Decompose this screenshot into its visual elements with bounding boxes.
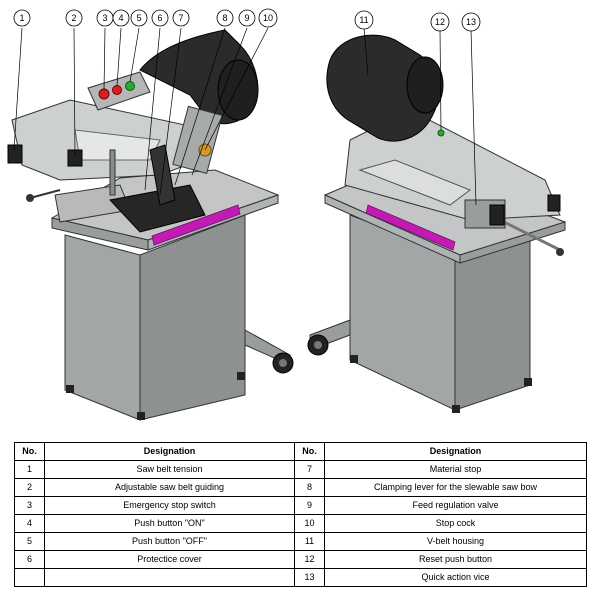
emergency-stop-button bbox=[98, 88, 110, 100]
material-stop bbox=[109, 149, 116, 196]
left-lever bbox=[29, 189, 61, 199]
cell-designation: Stop cock bbox=[324, 514, 587, 533]
table-row: 5 Push button "OFF" 11 V-belt housing bbox=[14, 532, 587, 551]
left-foot bbox=[237, 372, 245, 380]
left-foot bbox=[66, 385, 74, 393]
right-wheel-hub bbox=[314, 341, 322, 349]
push-button-on bbox=[112, 85, 122, 95]
left-cabinet-front bbox=[64, 234, 141, 421]
cell-no: 13 bbox=[294, 568, 325, 587]
cell-no: 11 bbox=[294, 532, 325, 551]
right-rod-ball bbox=[556, 248, 564, 256]
svg-text:10: 10 bbox=[263, 13, 273, 23]
cell-designation: Quick action vice bbox=[324, 568, 587, 587]
header-designation: Designation bbox=[324, 442, 587, 461]
v-belt-housing bbox=[326, 34, 440, 142]
right-foot bbox=[524, 378, 532, 386]
table-row: 6 Protectice cover 12 Reset push button bbox=[14, 550, 587, 569]
svg-text:12: 12 bbox=[435, 17, 445, 27]
cell-designation: Push button "ON" bbox=[44, 514, 295, 533]
callout-2: 2 bbox=[65, 9, 83, 27]
svg-text:13: 13 bbox=[466, 17, 476, 27]
callout-8: 8 bbox=[216, 9, 234, 27]
callout-12: 12 bbox=[430, 12, 450, 32]
right-end-knob bbox=[547, 194, 561, 212]
right-machine-view bbox=[307, 34, 567, 413]
right-vice-handle bbox=[489, 204, 505, 226]
bandsaw-illustration: 1 2 3 4 5 6 7 8 9 10 11 12 bbox=[7, 8, 567, 421]
cell-no: 12 bbox=[294, 550, 325, 569]
cell-designation: Emergency stop switch bbox=[44, 496, 295, 515]
svg-text:8: 8 bbox=[222, 13, 227, 23]
cell-no: 3 bbox=[14, 496, 45, 515]
cell-designation: V-belt housing bbox=[324, 532, 587, 551]
svg-text:7: 7 bbox=[178, 13, 183, 23]
header-no: No. bbox=[294, 442, 325, 461]
right-saw-base bbox=[358, 159, 472, 206]
right-motor bbox=[406, 56, 444, 114]
callout-5: 5 bbox=[130, 9, 148, 27]
header-designation: Designation bbox=[44, 442, 295, 461]
left-machine-view bbox=[7, 29, 294, 421]
callout-6: 6 bbox=[151, 9, 169, 27]
callout-3: 3 bbox=[96, 9, 114, 27]
table-row: 4 Push button "ON" 10 Stop cock bbox=[14, 514, 587, 533]
cell-designation: Push button "OFF" bbox=[44, 532, 295, 551]
push-button-off bbox=[125, 81, 135, 91]
cell-no bbox=[14, 568, 45, 587]
cell-designation: Reset push button bbox=[324, 550, 587, 569]
svg-text:6: 6 bbox=[157, 13, 162, 23]
parts-designation-table: No. Designation No. Designation 1 Saw be… bbox=[14, 442, 587, 587]
callout-4: 4 bbox=[112, 9, 130, 27]
cell-no: 5 bbox=[14, 532, 45, 551]
callout-13: 13 bbox=[461, 12, 481, 32]
table-row: 2 Adjustable saw belt guiding 8 Clamping… bbox=[14, 478, 587, 497]
right-table-rim bbox=[459, 221, 566, 264]
cell-designation: Saw belt tension bbox=[44, 460, 295, 479]
callout-1: 1 bbox=[13, 9, 31, 27]
callout-10: 10 bbox=[258, 8, 278, 28]
table-row: 1 Saw belt tension 7 Material stop bbox=[14, 460, 587, 479]
table-row: 13 Quick action vice bbox=[14, 568, 587, 587]
callout-11: 11 bbox=[354, 10, 374, 30]
header-no: No. bbox=[14, 442, 45, 461]
cell-designation: Clamping lever for the slewable saw bow bbox=[324, 478, 587, 497]
cell-no: 4 bbox=[14, 514, 45, 533]
leader-lines bbox=[13, 27, 477, 206]
table-row: 3 Emergency stop switch 9 Feed regulatio… bbox=[14, 496, 587, 515]
right-foot bbox=[350, 355, 358, 363]
cell-designation: Material stop bbox=[324, 460, 587, 479]
reset-push-button bbox=[437, 129, 445, 137]
callout-7: 7 bbox=[172, 9, 190, 27]
cell-no: 7 bbox=[294, 460, 325, 479]
left-wheel-hub bbox=[279, 359, 287, 367]
svg-text:1: 1 bbox=[19, 13, 24, 23]
cell-no: 9 bbox=[294, 496, 325, 515]
cell-designation bbox=[44, 568, 295, 587]
cell-no: 6 bbox=[14, 550, 45, 569]
svg-text:4: 4 bbox=[118, 13, 123, 23]
left-gearbox bbox=[172, 105, 223, 174]
left-foot bbox=[137, 412, 145, 420]
svg-text:5: 5 bbox=[136, 13, 141, 23]
cell-no: 10 bbox=[294, 514, 325, 533]
saw-belt-tension-knob bbox=[7, 144, 23, 164]
svg-text:2: 2 bbox=[71, 13, 76, 23]
svg-text:9: 9 bbox=[244, 13, 249, 23]
right-accent-strip bbox=[365, 204, 456, 251]
svg-text:3: 3 bbox=[102, 13, 107, 23]
cell-designation: Protectice cover bbox=[44, 550, 295, 569]
left-accent-strip bbox=[151, 204, 241, 246]
callout-9: 9 bbox=[238, 9, 256, 27]
cell-designation: Feed regulation valve bbox=[324, 496, 587, 515]
cell-no: 8 bbox=[294, 478, 325, 497]
right-foot bbox=[452, 405, 460, 413]
cell-no: 2 bbox=[14, 478, 45, 497]
svg-text:11: 11 bbox=[359, 15, 368, 25]
table-header-row: No. Designation No. Designation bbox=[14, 442, 587, 461]
cell-designation: Adjustable saw belt guiding bbox=[44, 478, 295, 497]
cell-no: 1 bbox=[14, 460, 45, 479]
